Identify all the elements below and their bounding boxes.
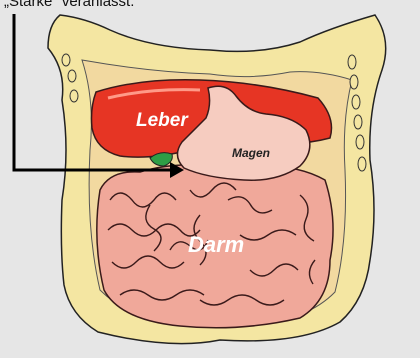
label-liver: Leber: [136, 110, 189, 131]
label-intestine: Darm: [188, 232, 244, 257]
label-stomach: Magen: [232, 146, 270, 160]
